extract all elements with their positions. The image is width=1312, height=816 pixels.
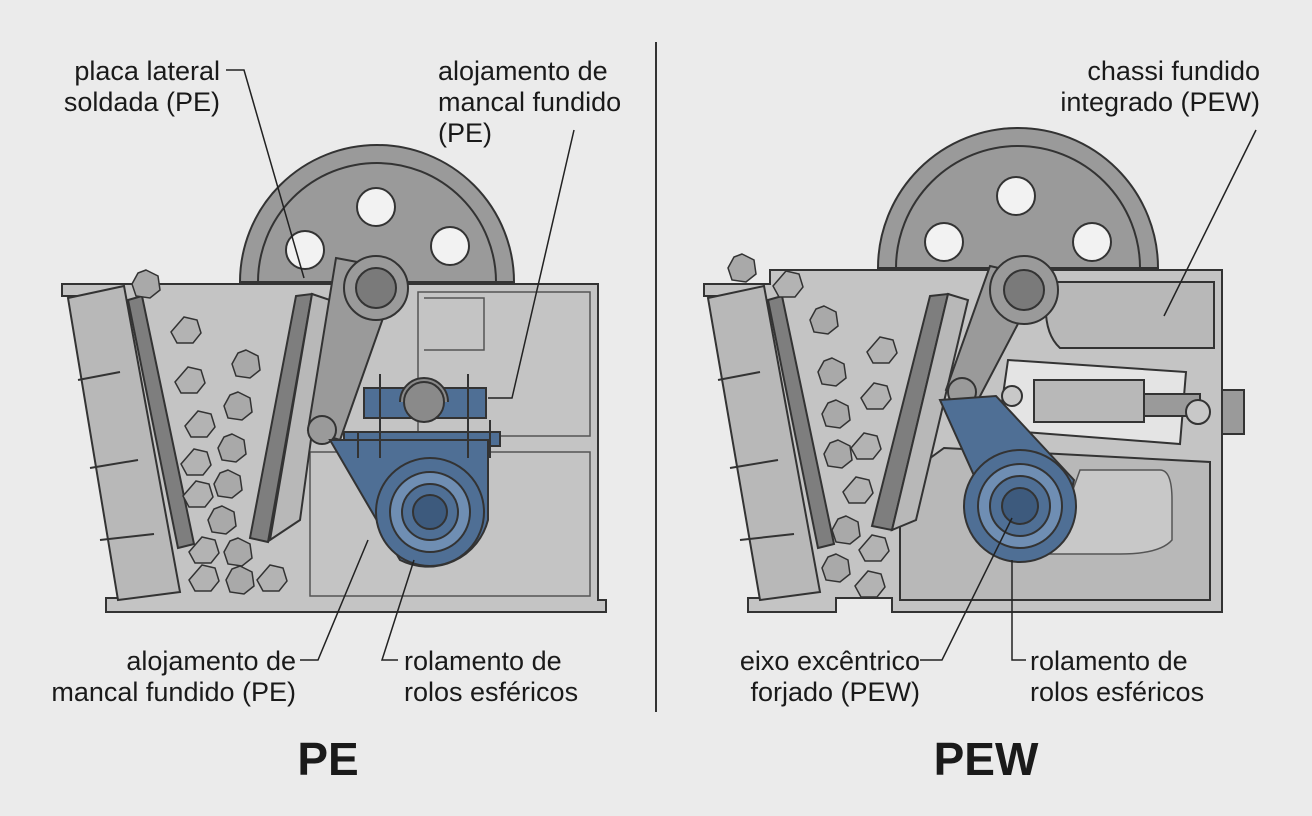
label-bearing-housing-bottom: alojamento de mancal fundido (PE) [51,646,296,707]
flywheel-icon [876,127,1160,269]
title-pe: PE [297,733,359,785]
pew-crusher [703,127,1257,661]
bearing-icon [938,394,1077,563]
label-eccentric-shaft: eixo excêntrico forjado (PEW) [739,646,920,707]
pe-crusher [61,69,607,661]
label-side-plate: placa lateral soldada (PE) [63,56,220,117]
label-roller-bearing-pe: rolamento de rolos esféricos [404,646,579,707]
flywheel-icon [238,144,516,283]
label-bearing-housing-top: alojamento de mancal fundido (PE) [438,56,622,148]
label-cast-chassis: chassi fundido integrado (PEW) [1060,56,1260,117]
bearing-icon [328,374,501,568]
label-roller-bearing-pew: rolamento de rolos esféricos [1030,646,1205,707]
title-pew: PEW [933,733,1039,785]
